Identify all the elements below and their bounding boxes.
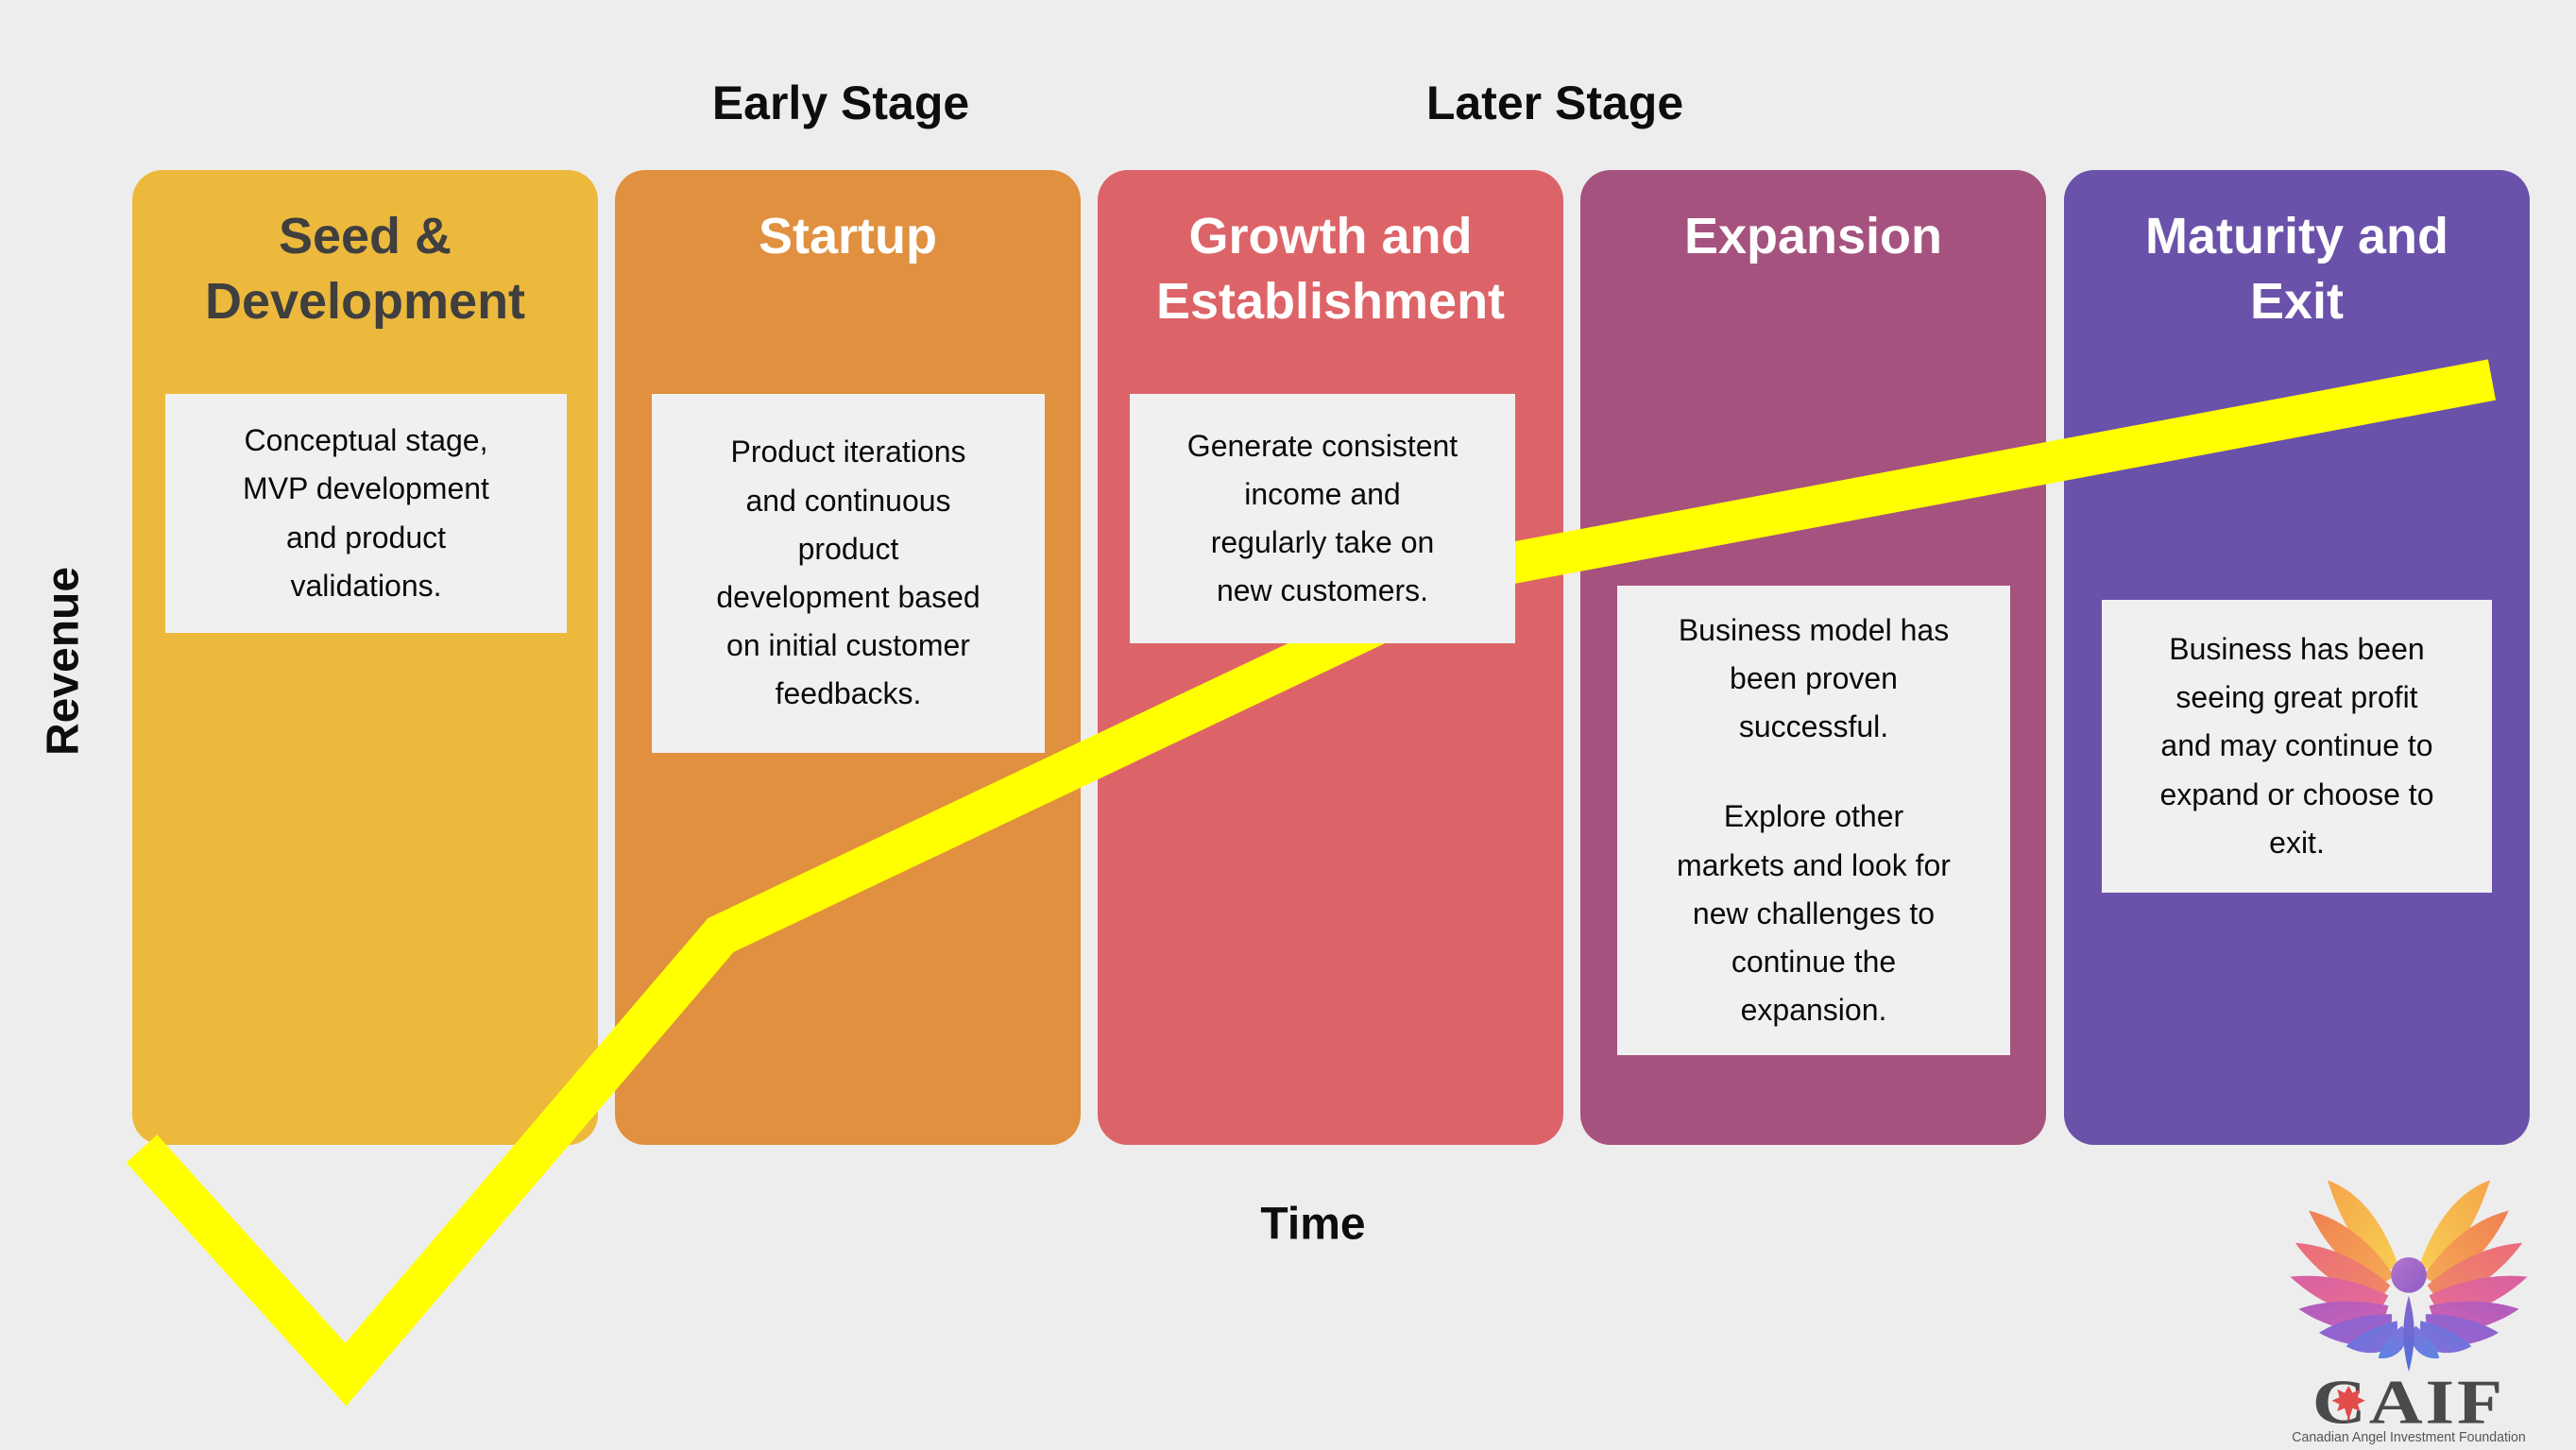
stage-description-seed-development: Conceptual stage, MVP development and pr… — [165, 394, 567, 633]
stage-description-text-2: Explore other markets and look for new c… — [1677, 799, 1951, 1028]
angel-head-icon — [2391, 1256, 2427, 1293]
stage-description-growth-establishment: Generate consistent income and regularly… — [1130, 394, 1515, 643]
y-axis-label-revenue: Revenue — [38, 566, 89, 757]
angel-wings-icon — [2290, 1180, 2528, 1373]
stage-title-maturity-exit: Maturity and Exit — [2144, 208, 2449, 331]
stage-description-text: Generate consistent income and regularly… — [1186, 428, 1459, 608]
group-header-early-stage: Early Stage — [711, 77, 970, 129]
stage-description-text: Business model has been proven successfu… — [1678, 612, 1950, 744]
stage-column-growth-establishment: Growth and Establishment — [1098, 170, 1563, 1145]
stage-description-text: Conceptual stage, MVP development and pr… — [243, 423, 489, 603]
stage-description-text: Product iterations and continuous produc… — [716, 435, 981, 711]
x-axis-label-time: Time — [1260, 1199, 1366, 1250]
stage-column-seed-development: Seed & Development — [132, 170, 598, 1145]
stage-description-expansion: Business model has been proven successfu… — [1617, 586, 2010, 1055]
maple-leaf-icon — [2331, 1386, 2365, 1421]
stage-title-startup: Startup — [759, 208, 937, 264]
stage-title-growth-establishment: Growth and Establishment — [1155, 208, 1506, 331]
caif-logo: CAIF Canadian Angel Investment Foundatio… — [2290, 1180, 2528, 1445]
stage-description-text: Business has been seeing great profit an… — [2159, 632, 2434, 860]
stage-description-startup: Product iterations and continuous produc… — [652, 394, 1045, 753]
angel-body-icon — [2403, 1295, 2414, 1373]
stage-title-expansion: Expansion — [1683, 208, 1943, 264]
stage-title-seed-development: Seed & Development — [204, 208, 526, 331]
caif-tagline: Canadian Angel Investment Foundation — [2292, 1430, 2526, 1445]
group-header-later-stage: Later Stage — [1425, 77, 1684, 129]
stage-description-maturity-exit: Business has been seeing great profit an… — [2102, 600, 2492, 893]
